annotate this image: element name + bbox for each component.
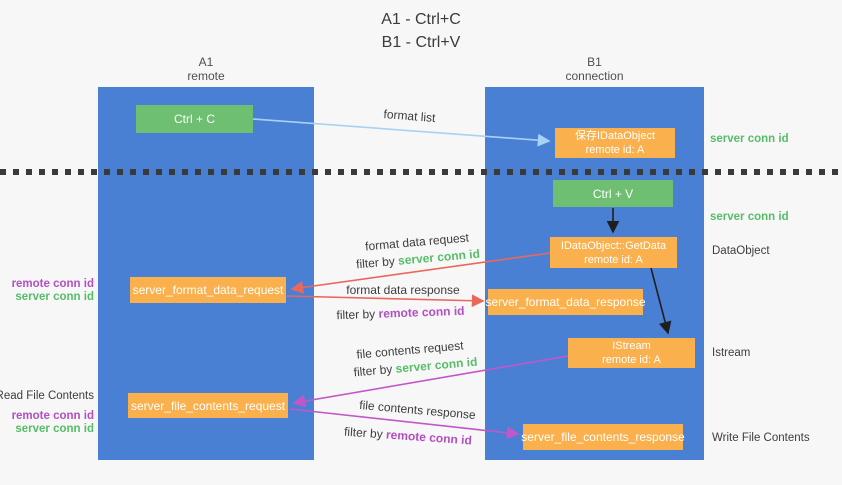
node-istream: IStream remote id: A [568, 338, 695, 368]
node-server-file-contents-response-label: server_file_contents_response [521, 430, 685, 444]
node-ctrl-v-label: Ctrl + V [592, 186, 634, 201]
title-line-1: A1 - Ctrl+C [381, 11, 461, 28]
remote-conn-id-label-left-2: remote conn id [11, 410, 94, 422]
node-ctrl-c-label: Ctrl + C [173, 112, 215, 126]
server-conn-id-label-right-1: server conn id [710, 133, 789, 145]
node-server-format-data-request-label: server_format_data_request [132, 283, 284, 297]
node-server-format-data-response: server_format_data_response [485, 289, 646, 315]
lane-a1-name: A1 [198, 55, 214, 69]
lane-b1-name: B1 [587, 55, 602, 69]
server-conn-id-label-right-2: server conn id [710, 211, 789, 223]
filter-remote-conn-id-1: remote conn id [378, 303, 465, 321]
node-getdata-line2: remote id: A [584, 253, 643, 266]
file-contents-response-filter-label: filter by remote conn id [322, 423, 495, 449]
node-ctrl-c: Ctrl + C [136, 105, 253, 133]
filter-by-text-1: filter by [355, 254, 396, 272]
node-istream-line2: remote id: A [602, 354, 661, 366]
filter-by-text-4: filter by [343, 424, 384, 442]
read-file-contents-label: Read File Contents [0, 390, 94, 402]
node-ctrl-v: Ctrl + V [553, 180, 673, 207]
write-file-contents-label: Write File Contents [712, 432, 810, 444]
node-server-file-contents-request-label: server_file_contents_request [130, 398, 286, 413]
format-list-label: format list [383, 106, 436, 126]
file-contents-response-label: file contents response [358, 397, 477, 423]
server-conn-id-label-left-1: server conn id [15, 291, 94, 303]
server-conn-id-label-left-2: server conn id [15, 423, 94, 435]
node-save-idataobject: 保存IDataObject remote id: A [555, 128, 675, 158]
filter-by-text-2: filter by [336, 306, 376, 323]
filter-server-conn-id-2: server conn id [394, 354, 478, 376]
filter-server-conn-id-1: server conn id [397, 246, 481, 268]
format-data-response-filter-label: filter by remote conn id [318, 303, 483, 323]
lane-header-b1: B1 connection [485, 55, 704, 83]
node-server-format-data-request: server_format_data_request [130, 277, 286, 303]
node-server-format-data-response-label: server_format_data_response [485, 295, 646, 309]
filter-remote-conn-id-2: remote conn id [385, 427, 473, 448]
filter-by-text-3: filter by [353, 362, 393, 380]
lane-a1-subtitle: remote [187, 69, 225, 83]
dotted-separator [0, 169, 842, 175]
node-server-file-contents-request: server_file_contents_request [128, 393, 288, 418]
format-data-response-label: format data response [346, 283, 460, 297]
dataobject-label: DataObject [712, 245, 770, 257]
istream-side-label: Istream [712, 347, 751, 359]
node-save-idataobject-line2: remote id: A [585, 144, 645, 156]
lane-header-a1: A1 remote [98, 55, 314, 83]
lane-b1-subtitle: connection [565, 69, 624, 83]
node-server-file-contents-response: server_file_contents_response [521, 424, 685, 450]
node-idataobject-getdata: IDataObject::GetData remote id: A [550, 237, 677, 268]
diagram-title: A1 - Ctrl+C B1 - Ctrl+V [0, 8, 842, 54]
node-save-idataobject-line1: 保存IDataObject [574, 130, 656, 142]
node-getdata-line1: IDataObject::GetData [560, 239, 667, 252]
remote-conn-id-label-left-1: remote conn id [11, 278, 94, 290]
node-istream-line1: IStream [612, 340, 651, 352]
title-line-2: B1 - Ctrl+V [381, 34, 461, 51]
